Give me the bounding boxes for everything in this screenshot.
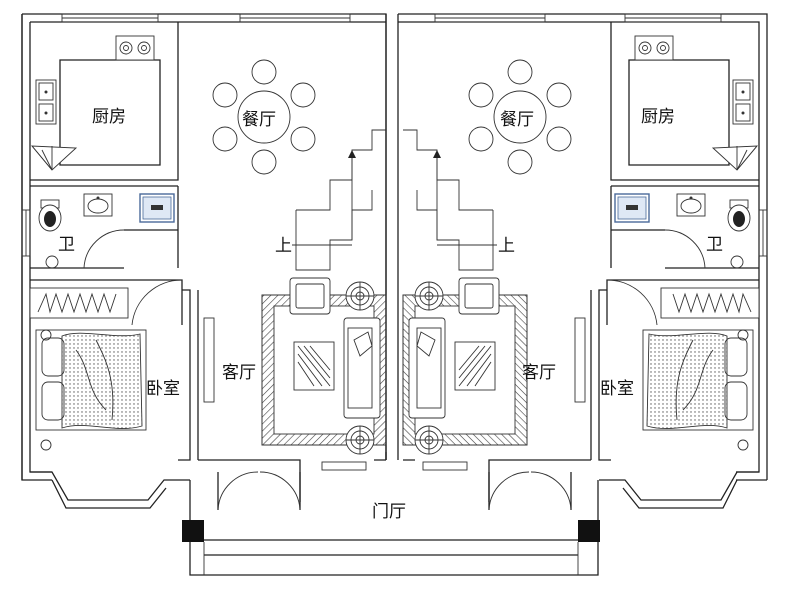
kitchen-corner-counter (31, 145, 78, 171)
bedroom-left-label: 卧室 (146, 379, 180, 399)
left-unit (29, 22, 387, 511)
side-table-icon (345, 425, 375, 455)
bath-right-label: 卫 (706, 235, 723, 255)
washer-icon (139, 193, 175, 223)
stair-up-left-label: 上 (275, 236, 292, 256)
wardrobe (29, 287, 129, 319)
sink-icon (35, 79, 57, 125)
armchair-icon (289, 277, 331, 315)
side-table-icon (345, 281, 375, 311)
bath-left-label: 卫 (58, 235, 75, 255)
bedroom-right-label: 卧室 (600, 379, 634, 399)
living-right-label: 客厅 (522, 363, 556, 383)
floor-drain-icon (45, 255, 59, 269)
outer-walls (21, 13, 768, 481)
dining-left-label: 餐厅 (242, 110, 276, 130)
toilet-icon (38, 199, 62, 232)
living-left-label: 客厅 (222, 363, 256, 383)
kitchen-left-label: 厨房 (92, 107, 126, 127)
sofa-left (343, 317, 381, 419)
right-unit (402, 22, 760, 511)
foyer-label: 门厅 (372, 502, 406, 522)
stove-icon (115, 35, 155, 61)
stair-up-right-label: 上 (498, 236, 515, 256)
basin-icon (83, 193, 113, 217)
dining-right-label: 餐厅 (500, 110, 534, 130)
bed-icon (35, 329, 147, 431)
kitchen-right-label: 厨房 (641, 107, 675, 127)
porch (182, 480, 600, 576)
